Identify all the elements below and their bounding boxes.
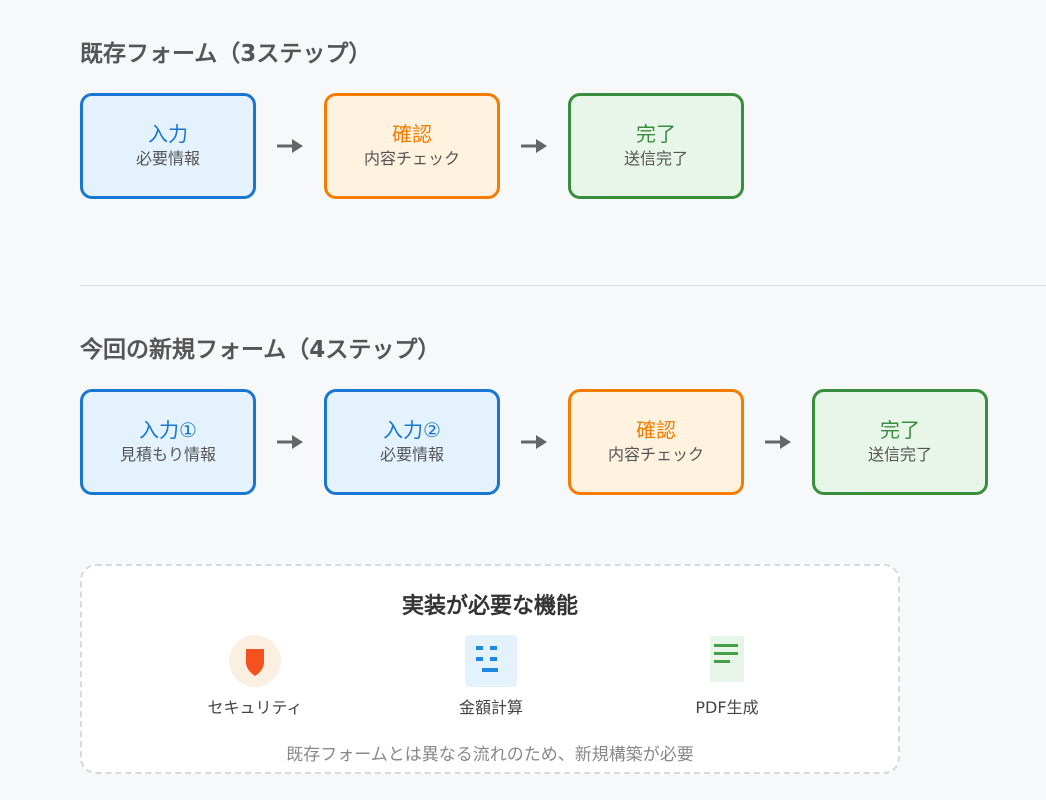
step-name: 完了 (880, 418, 920, 442)
existing-form-title: 既存フォーム（3ステップ） (80, 41, 372, 67)
step-name: 入力 (148, 122, 188, 146)
feature-label: 金額計算 (458, 698, 523, 717)
calculator-icon (464, 634, 518, 688)
step-desc: 必要情報 (135, 149, 200, 168)
new-step-input-1: 入力① 見積もり情報 (80, 389, 256, 495)
arrow-right-icon (744, 432, 812, 452)
required-features-panel: 実装が必要な機能 セキュリティ 金額計算 (80, 564, 900, 774)
feature-security: セキュリティ (155, 634, 355, 718)
step-name: 完了 (636, 122, 676, 146)
shield-icon (228, 634, 282, 688)
arrow-right-icon (500, 136, 568, 156)
arrow-right-icon (256, 136, 324, 156)
existing-step-complete: 完了 送信完了 (568, 93, 744, 199)
step-name: 確認 (392, 122, 432, 146)
step-name: 確認 (636, 418, 676, 442)
feature-label: セキュリティ (207, 698, 303, 717)
new-step-complete: 完了 送信完了 (812, 389, 988, 495)
arrow-right-icon (256, 432, 324, 452)
features-note: 既存フォームとは異なる流れのため、新規構築が必要 (286, 745, 694, 765)
new-form-title: 今回の新規フォーム（4ステップ） (80, 337, 441, 363)
features-title: 実装が必要な機能 (401, 594, 578, 619)
feature-calculation: 金額計算 (391, 634, 591, 718)
arrow-right-icon (500, 432, 568, 452)
document-icon (700, 634, 754, 688)
feature-pdf: PDF生成 (627, 634, 827, 718)
existing-form-flow: 入力 必要情報 確認 内容チェック 完了 送信完了 (80, 93, 744, 199)
new-step-input-2: 入力② 必要情報 (324, 389, 500, 495)
step-desc: 内容チェック (363, 149, 460, 168)
step-desc: 内容チェック (607, 445, 704, 464)
step-name: 入力① (139, 418, 197, 442)
existing-step-input: 入力 必要情報 (80, 93, 256, 199)
step-desc: 必要情報 (379, 445, 444, 464)
new-form-flow: 入力① 見積もり情報 入力② 必要情報 確認 内容チェック 完了 送信完了 (80, 389, 988, 495)
step-desc: 送信完了 (623, 149, 688, 168)
existing-step-confirm: 確認 内容チェック (324, 93, 500, 199)
section-divider (80, 285, 1046, 286)
step-desc: 見積もり情報 (119, 445, 216, 464)
step-name: 入力② (383, 418, 441, 442)
step-desc: 送信完了 (867, 445, 932, 464)
feature-label: PDF生成 (695, 698, 759, 717)
new-step-confirm: 確認 内容チェック (568, 389, 744, 495)
